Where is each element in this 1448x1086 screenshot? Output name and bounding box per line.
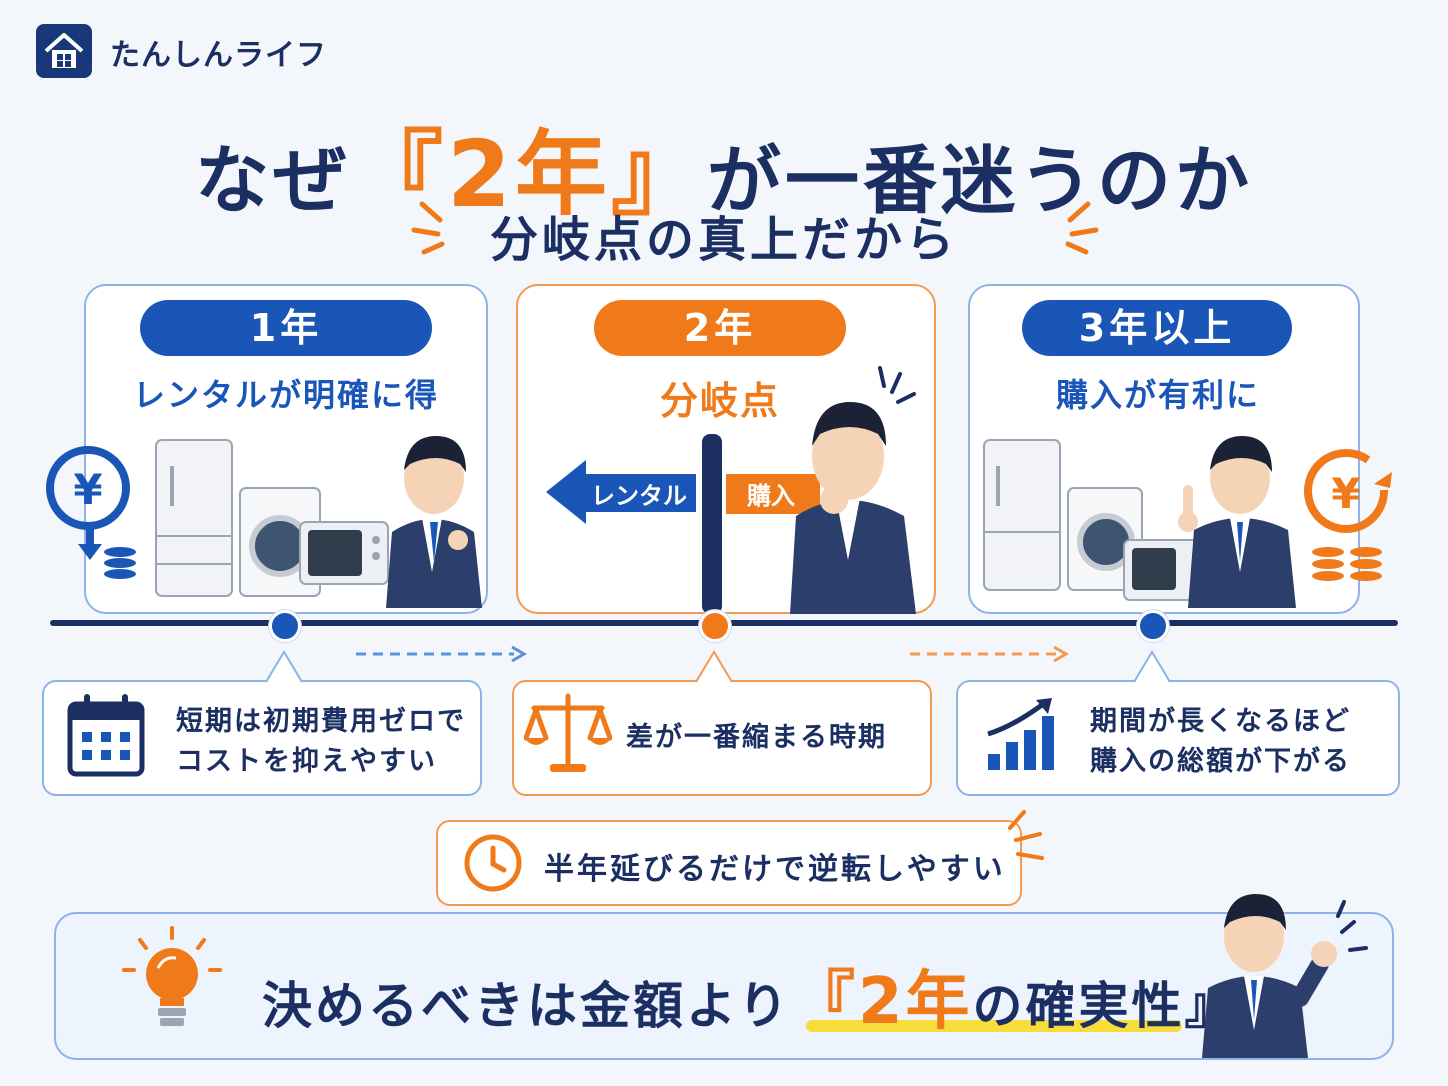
yen-decrease-icon: ¥ <box>46 446 136 579</box>
burst-right-icon <box>1065 201 1099 255</box>
callout-pointer-2 <box>696 650 732 683</box>
man-thinking-illustration <box>386 436 482 608</box>
title-before: なぜ <box>194 138 351 224</box>
conclusion-highlight: 『2年 <box>791 965 973 1039</box>
caption-3-year: 購入が有利に <box>1055 376 1260 414</box>
calendar-icon <box>67 694 145 777</box>
lightbulb-icon <box>122 926 222 1026</box>
callout-pointer-3 <box>1134 650 1170 683</box>
conclusion-after: の確実性』 <box>972 977 1238 1035</box>
dashed-arrow-blue-icon <box>356 645 527 663</box>
signpost-purchase-label: 購入 <box>747 482 795 510</box>
info-1-line-2: コストを抑えやすい <box>176 746 437 777</box>
yen-increase-icon: ¥ <box>1304 449 1392 581</box>
pill-2-year: 2年 <box>594 300 846 356</box>
info-text-3-year: 期間が長くなるほど 購入の総額が下がる <box>1090 702 1351 782</box>
highlight-underline <box>806 1020 1182 1032</box>
conclusion-before: 決めるべきは金額より <box>262 977 791 1035</box>
conclusion-text: 決めるべきは金額より『2年の確実性』 <box>262 950 1238 1042</box>
info-text-1-year: 短期は初期費用ゼロで コストを抑えやすい <box>176 702 466 782</box>
caption-2-year: 分岐点 <box>659 379 780 423</box>
appliances-illustration-2 <box>983 439 1199 601</box>
conclusion-banner <box>54 912 1394 1060</box>
pill-1-year: 1年 <box>140 300 432 356</box>
title-after: が一番迷うのか <box>707 138 1253 224</box>
timeline-dot-2-year <box>699 610 731 642</box>
man-confused-illustration <box>790 366 916 614</box>
house-icon <box>44 33 84 68</box>
dashed-arrow-orange-icon <box>910 645 1069 663</box>
timeline-dot-3-year <box>1137 610 1169 642</box>
pill-3-year: 3年以上 <box>1022 300 1292 356</box>
timeline-dot-1-year <box>269 610 301 642</box>
info-3-line-2: 購入の総額が下がる <box>1090 746 1351 777</box>
info-text-2-year: 差が一番縮まる時期 <box>626 722 887 753</box>
note-box <box>436 820 1022 906</box>
burst-left-icon <box>411 201 445 255</box>
signpost-rental-label: レンタル <box>591 482 687 510</box>
brand-name: たんしんライフ <box>110 38 327 73</box>
page-title: なぜ『2年』が一番迷うのか <box>0 100 1448 233</box>
brand-logo <box>36 24 92 78</box>
info-3-line-1: 期間が長くなるほど <box>1090 706 1351 737</box>
callout-pointer-1 <box>266 650 302 683</box>
clock-icon <box>464 834 522 892</box>
signpost-illustration <box>546 434 820 614</box>
title-highlight: 『2年』 <box>350 121 707 228</box>
rising-chart-icon <box>987 698 1054 770</box>
info-box-2-year <box>512 680 932 796</box>
info-1-line-1: 短期は初期費用ゼロで <box>176 706 466 737</box>
man-fist-pump-illustration <box>1202 894 1368 1058</box>
burst-note-icon <box>1008 810 1044 860</box>
man-pointing-illustration <box>1178 436 1296 608</box>
balance-scale-icon <box>524 693 612 772</box>
appliances-illustration <box>155 439 389 597</box>
page-subtitle: 分岐点の真上だから <box>489 212 958 268</box>
svg-text:¥: ¥ <box>1331 469 1360 518</box>
caption-1-year: レンタルが明確に得 <box>132 376 439 414</box>
svg-text:¥: ¥ <box>73 465 102 514</box>
note-text: 半年延びるだけで逆転しやすい <box>544 852 1006 887</box>
